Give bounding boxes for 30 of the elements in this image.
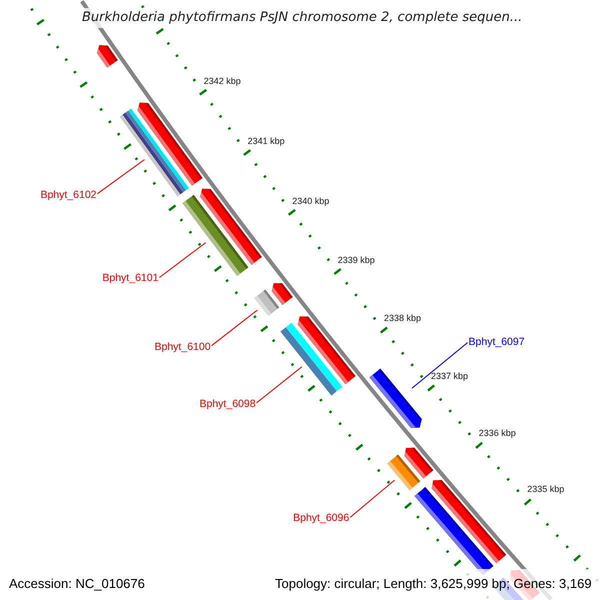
gene-bar xyxy=(298,316,356,384)
gene-label: Bphyt_6101 xyxy=(102,272,158,285)
gene-bar xyxy=(96,45,118,68)
leader-line xyxy=(211,310,258,346)
gene-label: Bphyt_6098 xyxy=(200,398,256,410)
gene-bar xyxy=(432,480,506,564)
leader-line xyxy=(411,342,468,389)
gene-bar xyxy=(404,448,434,479)
summary-text: Topology: circular; Length: 3,625,999 bp; Genes: 3,169 xyxy=(275,576,592,590)
leader-line xyxy=(350,480,396,518)
tick-label: 2342 kbp xyxy=(204,76,241,87)
gene-label: Bphyt_6102 xyxy=(40,188,97,201)
leader-line xyxy=(158,242,206,278)
gene-label: Bphyt_6097 xyxy=(468,336,525,348)
gene-bar xyxy=(272,283,293,305)
tick-label: 2339 kbp xyxy=(338,254,375,266)
gene-bar xyxy=(137,102,202,186)
gene-label: Bphyt_6096 xyxy=(293,512,350,524)
leader-line xyxy=(96,159,145,194)
tick-label: 2337 kbp xyxy=(430,370,468,382)
gene-label: Bphyt_6100 xyxy=(154,340,211,353)
accession-text: Accession: NC_010676 xyxy=(9,576,145,590)
gene-bar xyxy=(369,368,422,428)
tick-label: 2336 kbp xyxy=(478,428,516,438)
tick-label: 2338 kbp xyxy=(384,313,422,324)
tick-label: 2335 kbp xyxy=(527,484,564,495)
gene-bar xyxy=(200,188,262,265)
tick-label: 2340 kbp xyxy=(292,196,330,206)
leader-line xyxy=(256,366,302,404)
tick-label: 2341 kbp xyxy=(248,136,285,147)
